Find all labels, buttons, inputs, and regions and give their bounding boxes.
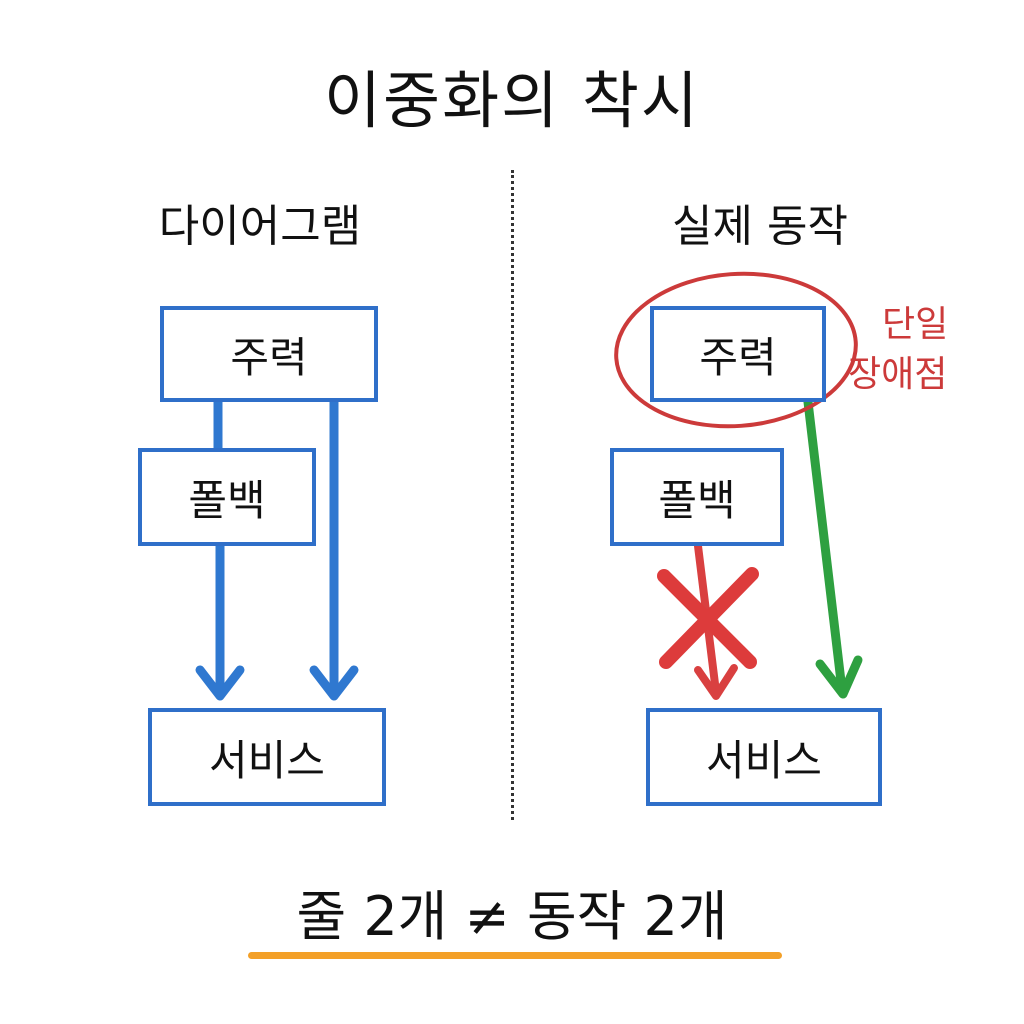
single-point-of-failure-note: 단일 장애점	[848, 300, 998, 400]
left-fallback-to-service-arrow	[195, 541, 245, 701]
annotation-line-1: 단일	[882, 304, 949, 345]
diagram-service-box: 서비스	[148, 708, 386, 806]
footer-caption: 줄 2개 ≠ 동작 2개	[296, 885, 728, 948]
left-primary-to-service-arrow	[309, 397, 359, 701]
right-primary-to-service-arrow	[803, 397, 863, 699]
actual-column-heading: 실제 동작	[672, 201, 848, 252]
annotation-line-2: 장애점	[848, 354, 948, 395]
footer-underline	[248, 952, 782, 959]
x-mark-icon	[657, 567, 759, 669]
diagram-fallback-box: 폴백	[138, 448, 316, 546]
page-title: 이중화의 착시	[324, 64, 700, 137]
actual-primary-box: 주력	[650, 306, 826, 402]
actual-fallback-box: 폴백	[610, 448, 784, 546]
actual-service-box: 서비스	[646, 708, 882, 806]
diagram-column-heading: 다이어그램	[158, 201, 362, 252]
column-divider	[511, 170, 514, 820]
diagram-primary-box: 주력	[160, 306, 378, 402]
highlight-circle	[614, 271, 858, 429]
